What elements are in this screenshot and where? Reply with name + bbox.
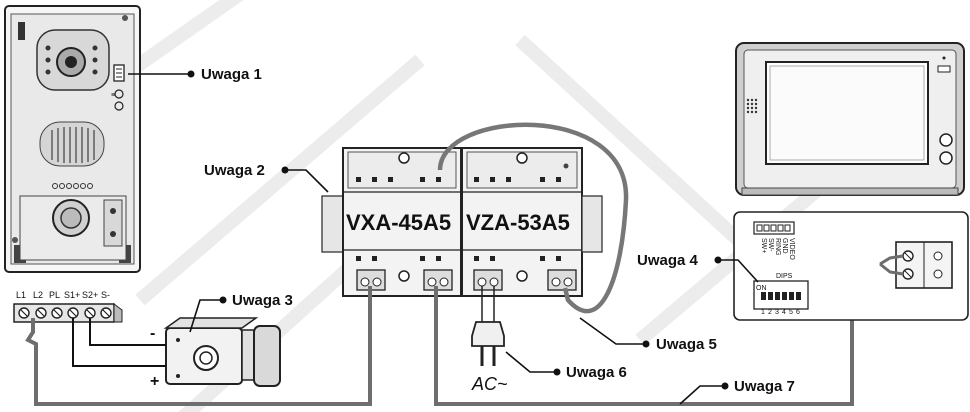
note-label-7: Uwaga 7	[734, 378, 795, 395]
conn-label-video: VIDEO	[788, 238, 795, 260]
note-label-3: Uwaga 3	[232, 292, 293, 309]
conn-label-sw-plus: SW+	[760, 238, 767, 253]
conn-label-sw-minus: SW-	[767, 238, 774, 252]
terminal-label-l2: L2	[33, 290, 43, 300]
dip-number-1: 1	[761, 309, 765, 316]
distributor-model-label: VXA-45A5	[346, 210, 451, 235]
monitor-connection-box: SW+ SW- RING GND VIDEO DIPS ON 1 2 3 4 5…	[733, 211, 969, 321]
terminal-label-l1: L1	[16, 290, 26, 300]
interconnect-cable	[437, 122, 629, 314]
panel-terminal-block: L1 L2 PL S1+ S2+ S-	[13, 290, 123, 323]
terminal-label-s2: S2+	[82, 290, 98, 300]
note-label-6: Uwaga 6	[566, 364, 627, 381]
terminal-label-s1: S1+	[64, 290, 80, 300]
monitor-button-1[interactable]	[939, 133, 953, 147]
door-panel: ≡	[4, 5, 141, 273]
dip-number-6: 6	[796, 309, 800, 316]
conn-label-ring: RING	[774, 238, 781, 256]
terminal-label-s-minus: S-	[101, 290, 110, 300]
bus-cable-panel	[25, 286, 372, 406]
distributor-vxa: VXA-45A5	[321, 147, 462, 297]
note-label-1: Uwaga 1	[201, 66, 262, 83]
note-label-4: Uwaga 4	[637, 252, 699, 269]
dips-title: DIPS	[776, 273, 793, 280]
conn-label-gnd: GND	[781, 238, 788, 254]
dip-number-4: 4	[782, 309, 786, 316]
indoor-monitor	[735, 42, 965, 196]
svg-text:≡: ≡	[111, 92, 115, 99]
dip-number-3: 3	[775, 309, 779, 316]
monitor-button-2[interactable]	[939, 151, 953, 165]
ac-power-plug	[471, 286, 505, 366]
electric-lock	[163, 317, 281, 387]
ac-power-label: AC~	[471, 374, 508, 394]
terminal-label-pl: PL	[49, 290, 60, 300]
power-supply-vza: VZA-53A5	[461, 147, 603, 297]
dip-number-5: 5	[789, 309, 793, 316]
note-label-5: Uwaga 5	[656, 336, 717, 353]
lock-plus-label: +	[150, 373, 159, 390]
lock-minus-label: -	[150, 325, 155, 342]
note-label-2: Uwaga 2	[204, 162, 265, 179]
panel-terminal-labels: L1 L2 PL S1+ S2+ S-	[16, 290, 110, 300]
power-supply-model-label: VZA-53A5	[466, 210, 570, 235]
dip-number-2: 2	[768, 309, 772, 316]
dips-on-label: ON	[756, 285, 767, 292]
